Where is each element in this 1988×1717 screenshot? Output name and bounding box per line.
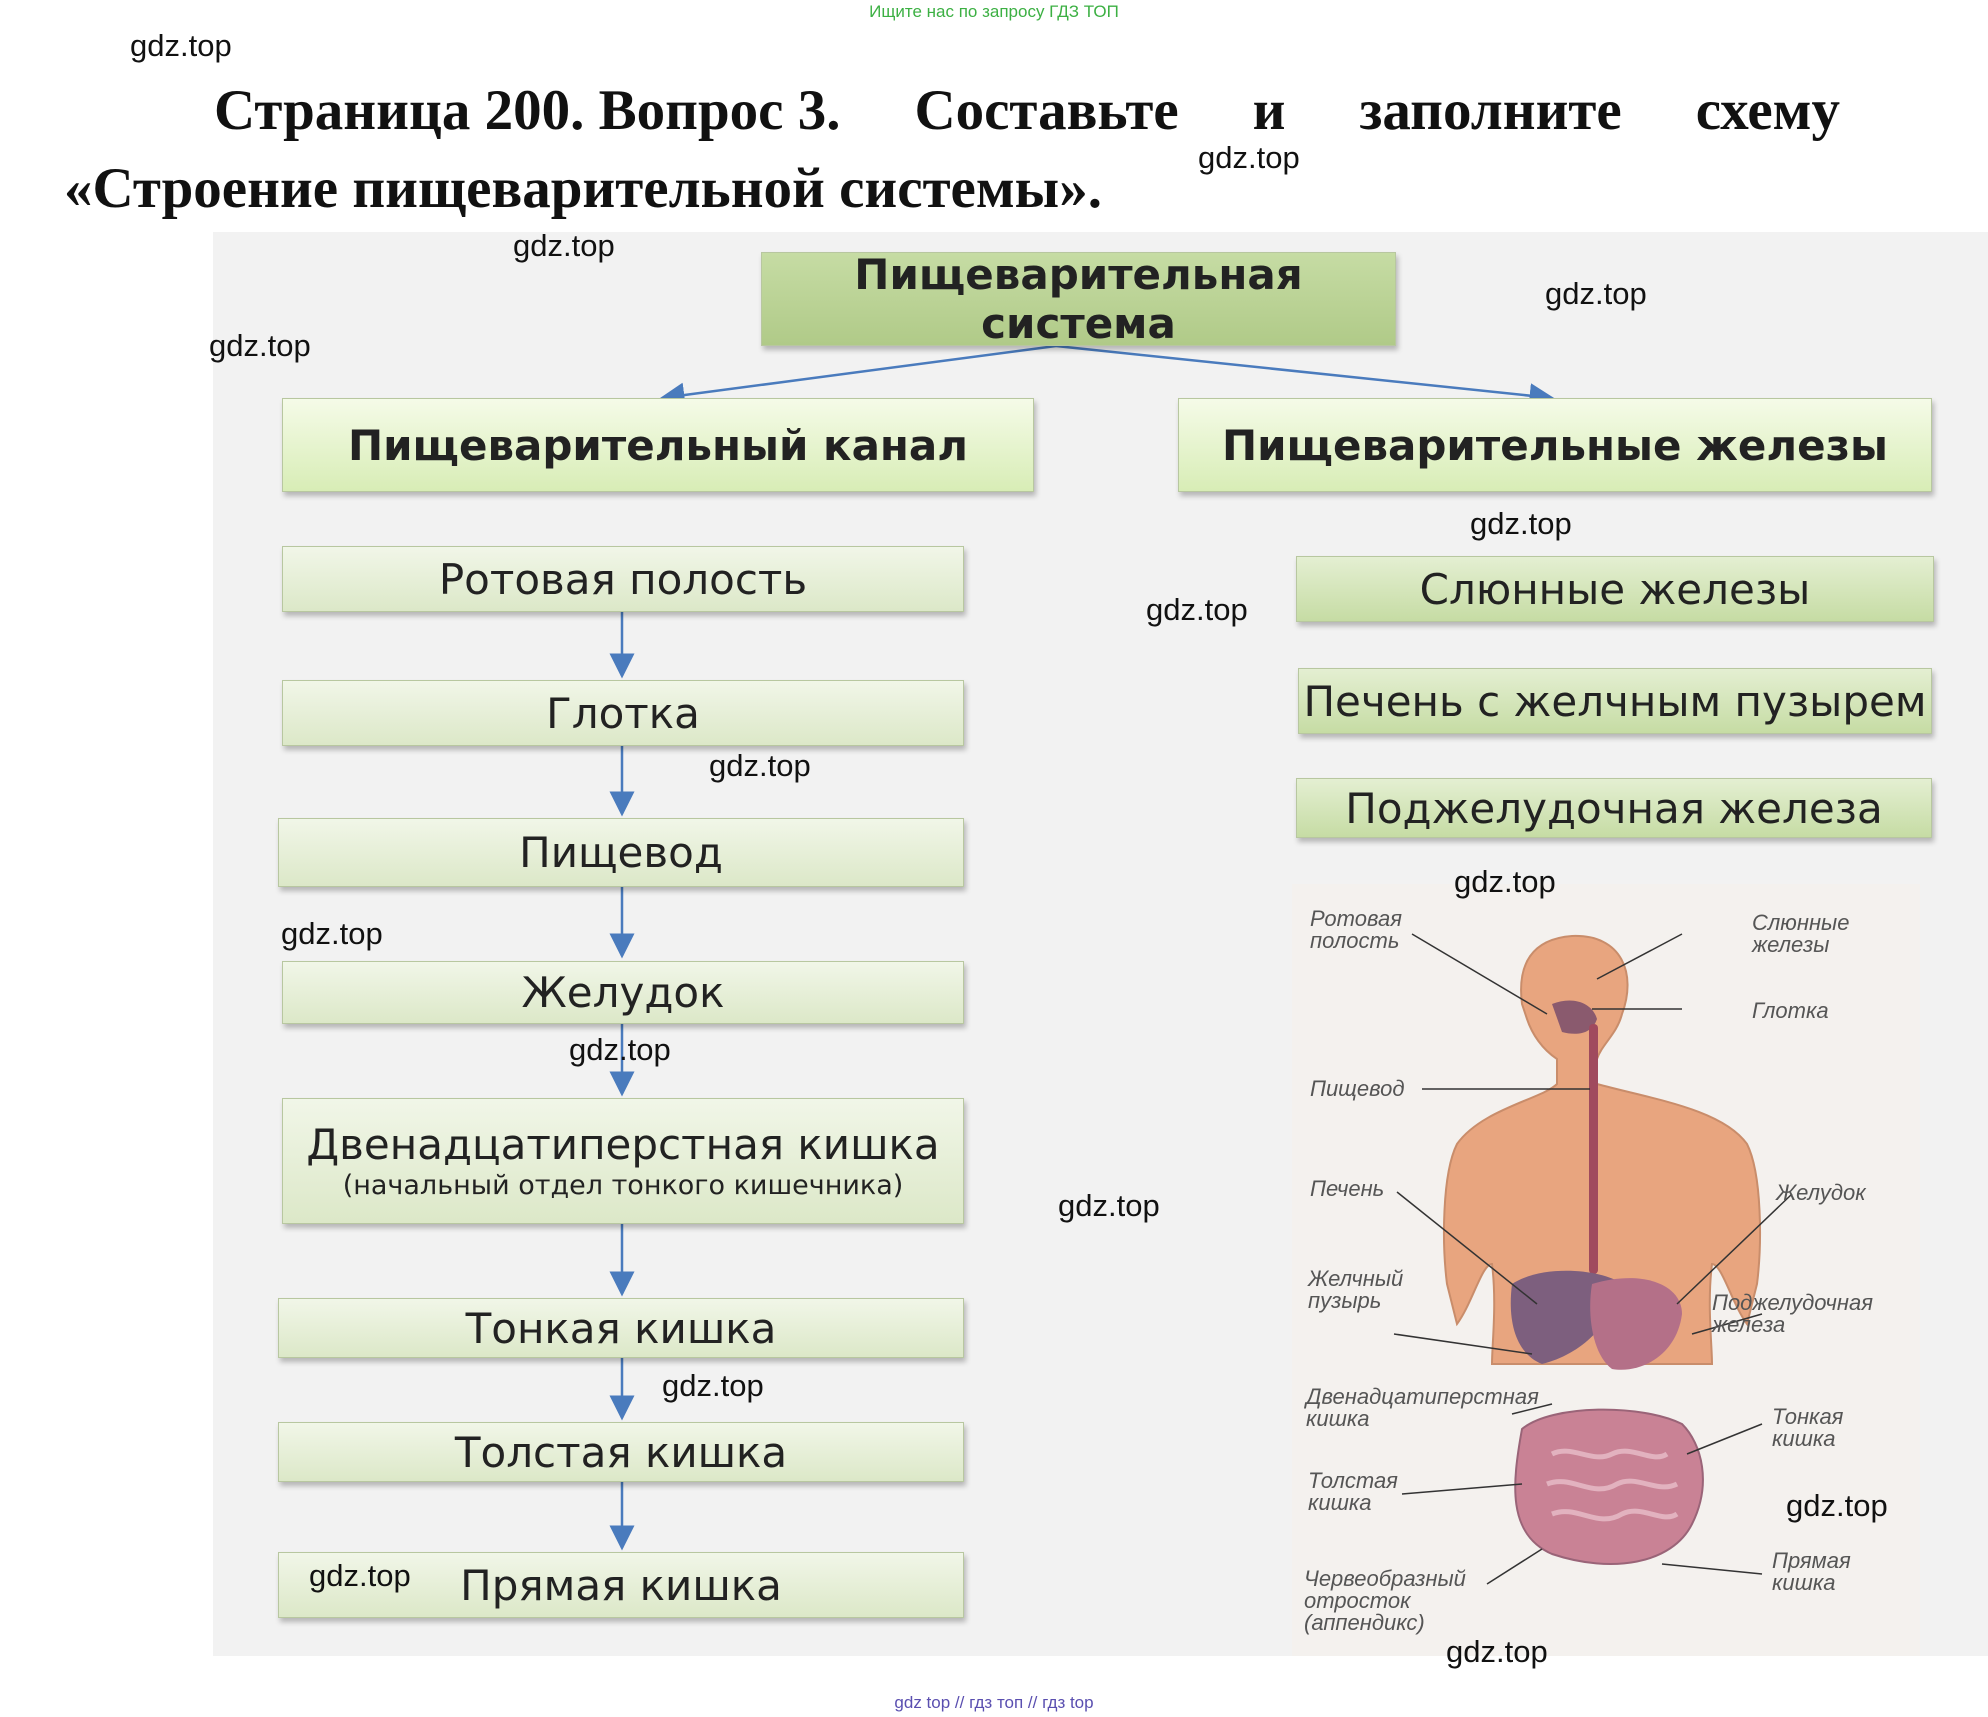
watermark: gdz.top bbox=[662, 1368, 764, 1403]
title-part: заполните bbox=[1359, 79, 1622, 142]
footer-note: gdz top // гдз топ // гдз top bbox=[894, 1693, 1094, 1712]
canal-item: Тонкая кишка bbox=[278, 1298, 964, 1358]
anatomy-label: Тонкая bbox=[1772, 1404, 1844, 1429]
anatomy-label: Слюнные bbox=[1752, 910, 1849, 935]
watermark: gdz.top bbox=[709, 748, 811, 783]
canal-item: Пищевод bbox=[278, 818, 964, 887]
title-part: схему bbox=[1695, 79, 1840, 142]
anatomy-label: Прямая bbox=[1772, 1548, 1851, 1573]
gland-item: Поджелудочная железа bbox=[1296, 778, 1932, 838]
mouth-shape bbox=[1552, 1000, 1597, 1034]
watermark: gdz.top bbox=[513, 228, 615, 263]
anatomy-label: кишка bbox=[1772, 1570, 1836, 1595]
anatomy-label: Ротовая bbox=[1310, 906, 1402, 931]
watermark: gdz.top bbox=[1146, 592, 1248, 627]
watermark: gdz.top bbox=[1446, 1634, 1548, 1669]
canal-item: Ротовая полость bbox=[282, 546, 964, 612]
page-title: Страница 200. Вопрос 3. Составьте и запо… bbox=[64, 72, 1840, 228]
title-part: и bbox=[1252, 79, 1286, 142]
watermark: gdz.top bbox=[130, 28, 232, 63]
anatomy-label: Глотка bbox=[1752, 998, 1829, 1023]
watermark: gdz.top bbox=[1198, 140, 1300, 175]
anatomy-label: Двенадцатиперстная bbox=[1303, 1384, 1539, 1409]
anatomy-label: (аппендикс) bbox=[1304, 1610, 1425, 1635]
watermark: gdz.top bbox=[1470, 506, 1572, 541]
duodenum-label: Двенадцатиперстная кишка bbox=[306, 1120, 940, 1170]
anatomy-label: Поджелудочная bbox=[1712, 1290, 1873, 1315]
arrow-to-canal bbox=[659, 344, 1057, 408]
anatomy-label: железы bbox=[1751, 932, 1829, 957]
canal-item: Прямая кишка bbox=[278, 1552, 964, 1618]
anatomy-label: отросток bbox=[1304, 1588, 1412, 1613]
anatomy-label: железа bbox=[1711, 1312, 1785, 1337]
gland-item: Печень с желчным пузырем bbox=[1298, 668, 1932, 734]
watermark: gdz.top bbox=[1786, 1488, 1888, 1523]
watermark: gdz.top bbox=[209, 328, 311, 363]
watermark: gdz.top bbox=[1454, 864, 1556, 899]
top-search-note: Ищите нас по запросу ГДЗ ТОП bbox=[869, 2, 1119, 21]
canal-item: Желудок bbox=[282, 961, 964, 1024]
canal-item: Глотка bbox=[282, 680, 964, 746]
anatomy-label: кишка bbox=[1772, 1426, 1836, 1451]
anatomy-label: Желудок bbox=[1775, 1180, 1867, 1205]
stomach-shape bbox=[1590, 1278, 1682, 1370]
watermark: gdz.top bbox=[281, 916, 383, 951]
anatomy-label: Желчный bbox=[1307, 1266, 1403, 1291]
glands-node: Пищеварительные железы bbox=[1178, 398, 1932, 492]
duodenum-node: Двенадцатиперстная кишка (начальный отде… bbox=[282, 1098, 964, 1224]
anatomy-label: кишка bbox=[1308, 1490, 1372, 1515]
watermark: gdz.top bbox=[1058, 1188, 1160, 1223]
canal-node: Пищеварительный канал bbox=[282, 398, 1034, 492]
anatomy-label: кишка bbox=[1306, 1406, 1370, 1431]
anatomy-label: Печень bbox=[1310, 1176, 1384, 1201]
anatomy-label: Червеобразный bbox=[1304, 1566, 1466, 1591]
watermark: gdz.top bbox=[569, 1032, 671, 1067]
anatomy-label: Пищевод bbox=[1310, 1076, 1405, 1101]
duodenum-sublabel: (начальный отдел тонкого кишечника) bbox=[342, 1169, 904, 1201]
title-line2: «Строение пищеварительной системы». bbox=[64, 157, 1102, 220]
title-part: Страница 200. Вопрос 3. bbox=[214, 79, 841, 142]
watermark: gdz.top bbox=[1545, 276, 1647, 311]
arrow-to-glands bbox=[1055, 344, 1555, 409]
title-part: Составьте bbox=[914, 79, 1179, 142]
torso-silhouette bbox=[1443, 934, 1761, 1365]
watermark: gdz.top bbox=[309, 1558, 411, 1593]
gland-item: Слюнные железы bbox=[1296, 556, 1934, 622]
anatomy-label: полость bbox=[1310, 928, 1399, 953]
root-node: Пищеварительная система bbox=[761, 250, 1396, 348]
anatomy-illustration: Ротовая полость Пищевод Печень Желчный п… bbox=[1292, 884, 1920, 1656]
anatomy-label: пузырь bbox=[1308, 1288, 1381, 1313]
anatomy-label: Толстая bbox=[1308, 1468, 1398, 1493]
canal-item: Толстая кишка bbox=[278, 1422, 964, 1482]
esophagus-shape bbox=[1589, 1024, 1598, 1274]
